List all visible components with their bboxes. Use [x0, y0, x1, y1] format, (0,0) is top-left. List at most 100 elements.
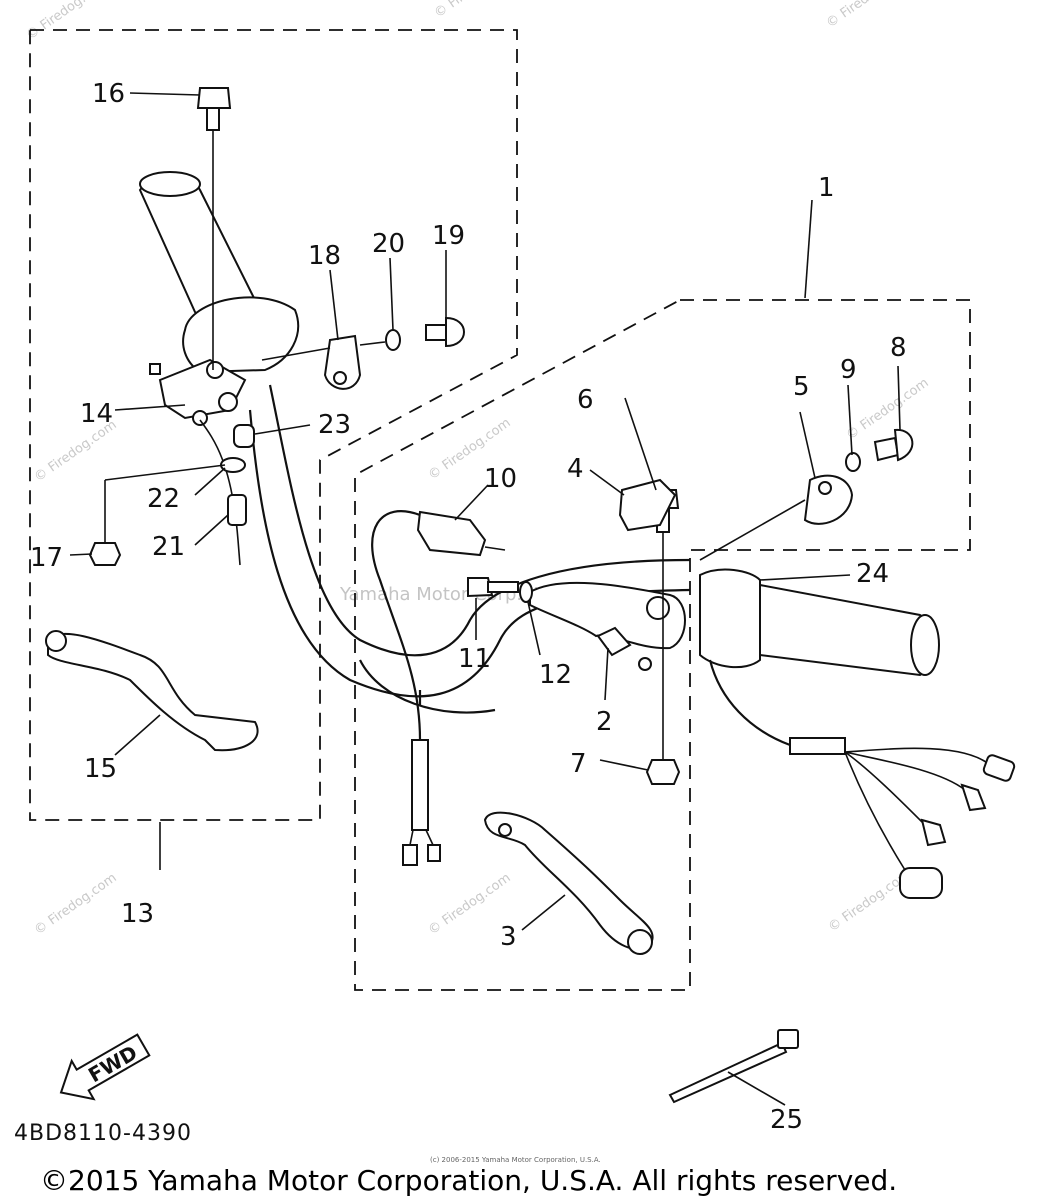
bolt-16-head	[196, 87, 232, 109]
fwd-label: FWD	[84, 1040, 141, 1087]
housing-bolt-hole	[206, 361, 224, 379]
washer-14	[192, 410, 208, 426]
switch-10-wire-lead	[411, 739, 429, 831]
diagram-code: 4BD8110-4390	[14, 1121, 192, 1146]
callout-13: 13	[121, 899, 154, 929]
leader-lines	[69, 92, 901, 1106]
callout-16: 16	[92, 79, 125, 109]
left-assembly-box	[29, 29, 518, 821]
assembly-boxes	[29, 29, 971, 991]
left-grip-assembly	[138, 171, 300, 426]
callout-4: 4	[567, 454, 584, 484]
leader-7	[599, 759, 649, 771]
watermark-layer: © Firedog.com © Firedog.com © Firedog.co…	[24, 0, 932, 938]
clamp-5-axis	[699, 499, 806, 561]
callout-1: 1	[818, 173, 835, 203]
leader-1	[804, 199, 813, 299]
connector-1	[982, 754, 1016, 782]
callout-15: 15	[84, 754, 117, 784]
holder-18-hole	[333, 371, 347, 385]
leader-23	[254, 424, 311, 435]
cable-tie-head	[777, 1029, 799, 1049]
bolt-11-shaft	[487, 581, 519, 593]
callout-20: 20	[372, 229, 405, 259]
watermark: © Firedog.com	[824, 0, 912, 31]
throttle-housing	[182, 296, 300, 374]
connector-3	[920, 818, 947, 847]
callout-11: 11	[458, 644, 491, 674]
leader-5	[799, 411, 816, 479]
callout-25: 25	[770, 1105, 803, 1135]
callout-17: 17	[30, 543, 63, 573]
switch-10-plug	[484, 546, 506, 551]
leader-24	[759, 574, 851, 581]
holder-2-boss	[646, 596, 670, 620]
fitting	[218, 392, 238, 412]
washer-9	[845, 452, 861, 472]
switch-housing-24	[699, 568, 761, 669]
bolt-16-shaft	[206, 107, 220, 131]
lever-3-tip	[627, 929, 653, 955]
nut-17-leader	[104, 464, 226, 481]
wire-end-b	[425, 829, 434, 846]
small-copyright: (c) 2006-2015 Yamaha Motor Corporation, …	[430, 1156, 601, 1164]
lever-15	[47, 632, 259, 752]
callout-5: 5	[793, 372, 810, 402]
connector-a	[402, 844, 418, 866]
clamp-5	[803, 474, 854, 525]
clamp-5-hole	[818, 481, 832, 495]
callout-8: 8	[890, 333, 907, 363]
right-assembly-box	[354, 299, 971, 991]
connector-2	[960, 783, 987, 812]
switch-10-wire	[371, 510, 422, 741]
lever-3-pivot	[498, 823, 512, 837]
harness-lead-1	[844, 747, 991, 766]
leader-15	[114, 714, 161, 756]
washer-20-axis	[359, 341, 386, 346]
screw-19-head	[445, 316, 465, 348]
callout-21: 21	[152, 532, 185, 562]
callout-10: 10	[484, 464, 517, 494]
watermark: © Firedog.com	[32, 871, 120, 939]
lever-15-tip	[45, 630, 67, 652]
callouts: 1 2 3 4 5 6 7 8 9 10 11 12 13 14 15 16 1…	[30, 79, 907, 1135]
callout-22: 22	[147, 484, 180, 514]
leader-22	[194, 467, 226, 496]
harness-lead-4	[844, 751, 906, 871]
washer-20	[385, 329, 401, 351]
watermark: © Firedog.com	[432, 0, 520, 21]
screw-8-head	[893, 428, 914, 462]
footer-copyright: ©2015 Yamaha Motor Corporation, U.S.A. A…	[40, 1164, 897, 1197]
callout-23: 23	[318, 410, 351, 440]
handlebar-bend	[359, 659, 496, 714]
leader-12	[527, 601, 541, 656]
screw-8-shaft	[873, 436, 900, 462]
callout-3: 3	[500, 922, 517, 952]
leader-3	[521, 894, 566, 931]
callout-6: 6	[577, 385, 594, 415]
callout-24: 24	[856, 559, 889, 589]
right-grip	[759, 583, 935, 677]
leader-18	[329, 269, 339, 341]
leader-16	[129, 92, 201, 96]
fwd-arrow-shape	[59, 1033, 151, 1101]
left-parts	[45, 87, 465, 752]
switch-4	[618, 478, 677, 532]
leader-21	[194, 514, 229, 546]
leader-9	[847, 384, 853, 456]
leader-6	[624, 397, 657, 491]
callout-12: 12	[539, 660, 572, 690]
leader-17	[69, 553, 93, 556]
connector-b	[427, 844, 441, 862]
harness-sleeve	[789, 737, 846, 755]
watermark: © Firedog.com	[24, 0, 112, 43]
lever-holder-2	[529, 581, 686, 650]
callout-2: 2	[596, 707, 613, 737]
washer-12	[519, 581, 533, 603]
nut-7	[645, 759, 681, 785]
leader-20	[389, 257, 394, 331]
handlebar-lower	[268, 384, 691, 657]
holder-18-link	[261, 347, 331, 361]
callout-14: 14	[80, 399, 113, 429]
